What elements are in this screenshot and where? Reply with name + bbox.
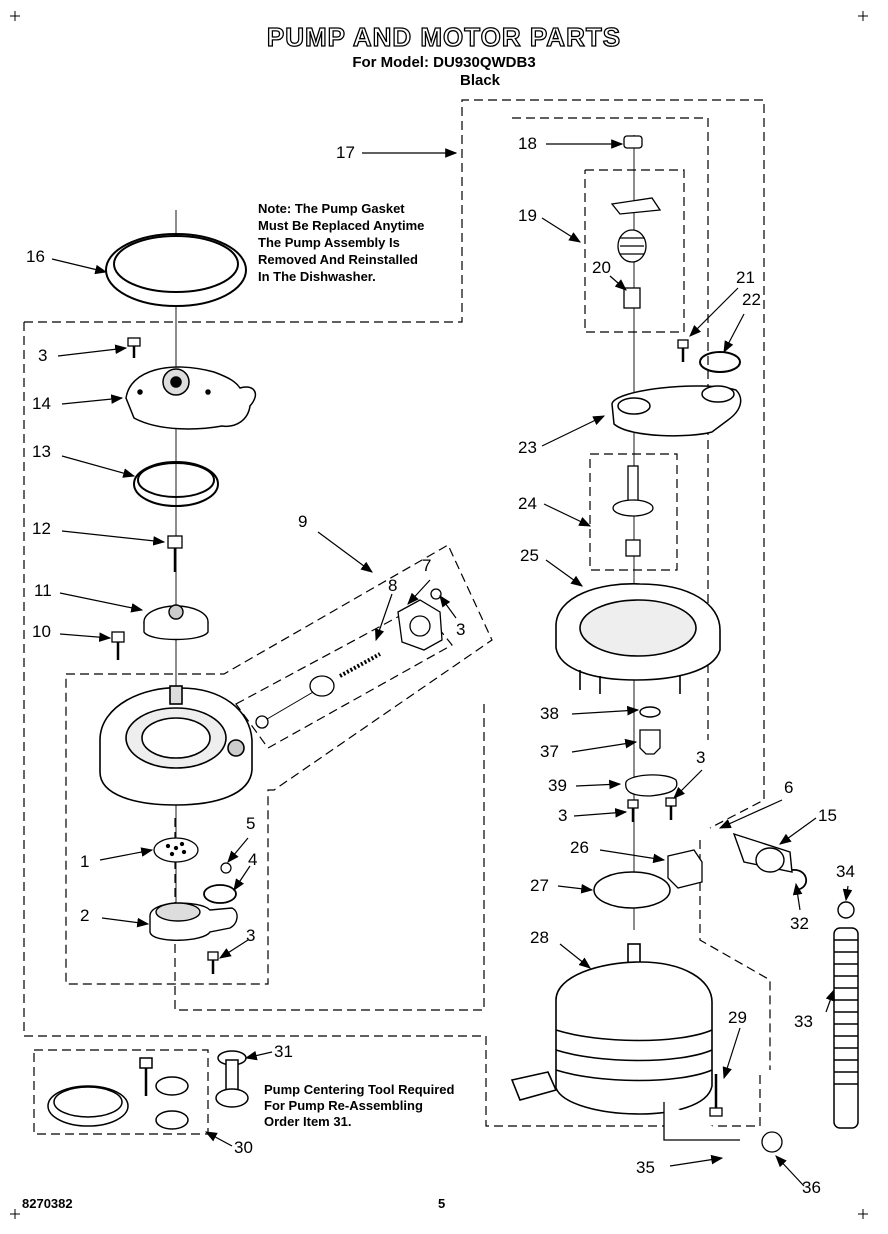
tool-note: Pump Centering Tool Required For Pump Re… [264, 1082, 494, 1130]
cap-34 [837, 901, 855, 919]
callout-21: 21 [736, 268, 755, 287]
kit-30 [47, 1057, 189, 1130]
callout-31: 31 [274, 1042, 293, 1061]
center-lines [175, 135, 635, 940]
screw-10 [111, 631, 125, 660]
tool-line: Pump Centering Tool Required [264, 1082, 455, 1097]
ring-22 [699, 351, 741, 373]
page-title: PUMP AND MOTOR PARTS [266, 21, 622, 52]
callout-3: 3 [558, 806, 568, 825]
callout-9: 9 [298, 512, 308, 531]
callout-15: 15 [818, 806, 837, 825]
pump-base-2 [149, 902, 238, 941]
color-subtitle: Black [459, 72, 501, 89]
callout-30: 30 [234, 1138, 253, 1157]
connector-35-36 [663, 1102, 783, 1153]
screw-7 [430, 588, 442, 600]
tool-line: For Pump Re-Assembling [264, 1098, 423, 1113]
callout-13: 13 [32, 442, 51, 461]
callout-24: 24 [518, 494, 537, 513]
callout-3: 3 [38, 346, 48, 365]
valve-assembly-9 [255, 599, 443, 729]
callout-19: 19 [518, 206, 537, 225]
callout-3: 3 [456, 620, 466, 639]
callout-32: 32 [790, 914, 809, 933]
tool-line: Order Item 31. [264, 1114, 352, 1129]
gasket-note: Note: The Pump Gasket Must Be Replaced A… [258, 200, 468, 285]
callout-25: 25 [520, 546, 539, 565]
drain-hose-33 [833, 927, 859, 1129]
note-line: The Pump Assembly Is [258, 235, 400, 250]
callout-4: 4 [248, 850, 258, 869]
callout-12: 12 [32, 519, 51, 538]
callout-14: 14 [32, 394, 51, 413]
filter-1 [153, 837, 199, 863]
model-subtitle: For Model: DU930QWDB3 [352, 54, 536, 71]
seal-assembly-19 [610, 197, 662, 309]
callout-39: 39 [548, 776, 567, 795]
callout-36: 36 [802, 1178, 821, 1197]
callout-1: 1 [80, 852, 90, 871]
impeller-11 [143, 604, 209, 641]
leader-lines [51, 139, 853, 1187]
callout-3: 3 [246, 926, 256, 945]
ring-38 [639, 706, 661, 718]
ball-5 [220, 862, 232, 874]
clamp-32 [791, 869, 807, 891]
pump-gasket-16 [105, 233, 247, 307]
callout-37: 37 [540, 742, 559, 761]
callout-34: 34 [836, 862, 855, 881]
note-line: In The Dishwasher. [258, 269, 376, 284]
callout-10: 10 [32, 622, 51, 641]
callout-11: 11 [34, 581, 52, 600]
shaft-24 [612, 465, 654, 557]
footer-code: 8270382 [22, 1196, 73, 1211]
callout-6: 6 [784, 778, 794, 797]
screw-12 [167, 535, 183, 572]
note-line: Must Be Replaced Anytime [258, 218, 425, 233]
drain-fitting-15 [732, 832, 793, 873]
callout-2: 2 [80, 906, 90, 925]
callout-26: 26 [570, 838, 589, 857]
cover-14 [125, 366, 257, 430]
ring-4 [203, 884, 237, 904]
motor-28 [510, 943, 713, 1115]
callout-5: 5 [246, 814, 256, 833]
callout-17: 17 [336, 143, 355, 162]
bracket-26 [667, 849, 703, 889]
plate-23 [611, 385, 742, 437]
callout-27: 27 [530, 876, 549, 895]
callout-33: 33 [794, 1012, 813, 1031]
shield-27 [593, 871, 671, 909]
seal-37 [639, 729, 661, 755]
callout-3: 3 [696, 748, 706, 767]
callout-16: 16 [26, 247, 45, 266]
callout-18: 18 [518, 134, 537, 153]
pump-housing [99, 685, 253, 806]
cap-18 [623, 135, 643, 149]
screw-29 [709, 1074, 723, 1117]
motor-mount-25 [555, 583, 721, 694]
centering-tool-31 [215, 1050, 249, 1108]
callout-29: 29 [728, 1008, 747, 1027]
callout-28: 28 [530, 928, 549, 947]
callout-23: 23 [518, 438, 537, 457]
seal-ring-13 [133, 461, 219, 507]
callout-20: 20 [592, 258, 611, 277]
screws-3 [127, 337, 689, 974]
note-line: Note: The Pump Gasket [258, 201, 405, 216]
callout-22: 22 [742, 290, 761, 309]
callout-8: 8 [388, 576, 398, 595]
callout-38: 38 [540, 704, 559, 723]
registration-marks [10, 11, 868, 1219]
callout-35: 35 [636, 1158, 655, 1177]
gasket-39 [625, 774, 678, 797]
note-line: Removed And Reinstalled [258, 252, 418, 267]
footer-page-number: 5 [438, 1196, 446, 1211]
callout-7: 7 [422, 556, 432, 575]
